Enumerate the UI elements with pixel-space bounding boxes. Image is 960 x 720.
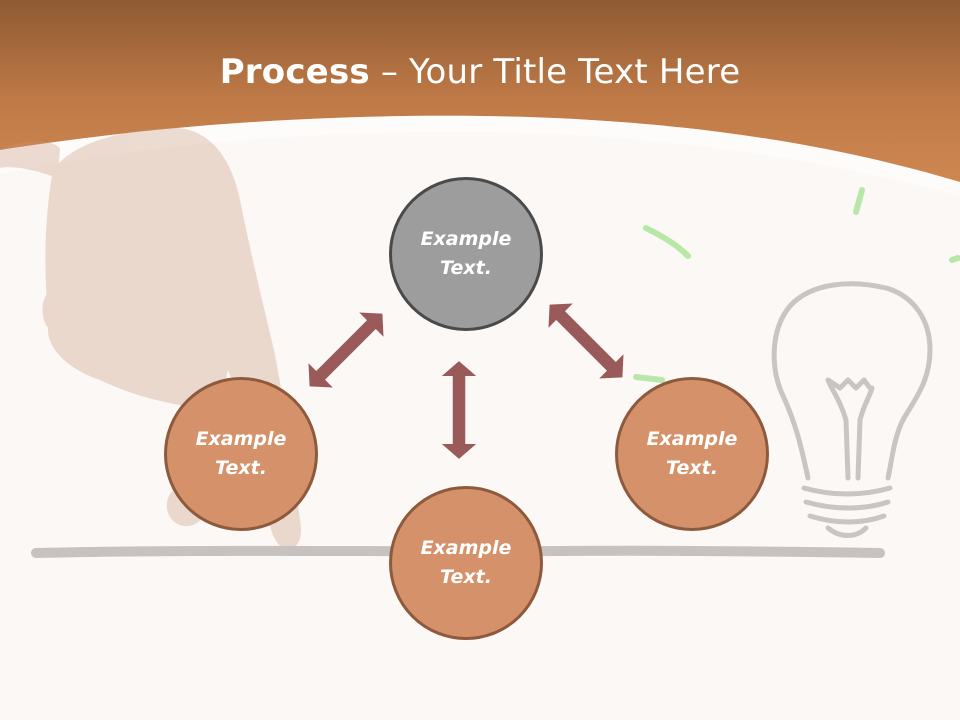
lightbulb-icon bbox=[771, 281, 933, 538]
node-left-label: Example Text. bbox=[195, 428, 287, 479]
node-top-center: Example Text. bbox=[389, 177, 543, 331]
header-wave bbox=[0, 115, 960, 196]
node-right-label: Example Text. bbox=[646, 428, 738, 479]
node-right: Example Text. bbox=[615, 377, 769, 531]
node-bottom-label: Example Text. bbox=[420, 537, 512, 588]
title-rest: – Your Title Text Here bbox=[369, 52, 741, 92]
node-left: Example Text. bbox=[164, 377, 318, 531]
arrow-top-left bbox=[297, 301, 395, 399]
arrow-vertical bbox=[441, 361, 477, 459]
node-bottom: Example Text. bbox=[389, 486, 543, 640]
green-sketch-marks bbox=[633, 187, 960, 383]
slide-title: Process – Your Title Text Here bbox=[0, 52, 960, 92]
node-top-label: Example Text. bbox=[420, 228, 512, 279]
title-bold: Process bbox=[219, 52, 370, 92]
arrow-top-right bbox=[537, 292, 635, 390]
header-band bbox=[0, 0, 960, 182]
